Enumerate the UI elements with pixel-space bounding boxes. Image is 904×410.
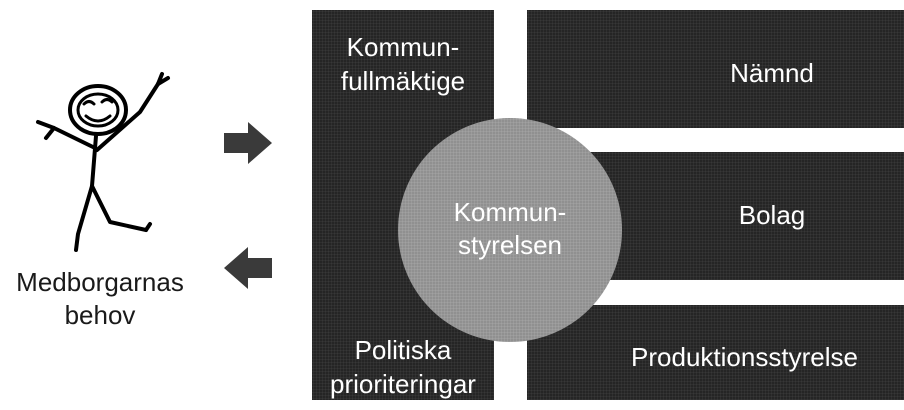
arrow-left-icon <box>224 247 272 289</box>
council-label: Kommun- fullmäktige <box>312 30 494 98</box>
council-label-line1: Kommun- <box>346 32 460 62</box>
municipal-board-label-line1: Kommun- <box>453 197 567 227</box>
municipal-board-circle <box>398 118 622 342</box>
committee-label: Nämnd <box>730 58 814 88</box>
priorities-label: Politiska prioriteringar <box>312 333 494 401</box>
committee-block <box>527 10 904 128</box>
priorities-label-line1: Politiska <box>354 335 452 365</box>
citizen-needs-caption: Medborgarnas behov <box>0 266 200 332</box>
stick-figure-icon <box>36 72 170 252</box>
municipal-board-label: Kommun- styrelsen <box>398 196 622 262</box>
arrow-right-icon <box>224 122 272 164</box>
citizen-caption-line2: behov <box>64 300 136 330</box>
council-label-line2: fullmäktige <box>340 66 466 96</box>
production-block <box>527 305 904 400</box>
citizen-caption-line1: Medborgarnas <box>16 267 184 297</box>
company-label: Bolag <box>738 200 806 230</box>
municipal-board-label-line2: styrelsen <box>457 230 563 260</box>
production-label: Produktionsstyrelse <box>631 342 858 372</box>
priorities-label-line2: prioriteringar <box>330 369 476 399</box>
